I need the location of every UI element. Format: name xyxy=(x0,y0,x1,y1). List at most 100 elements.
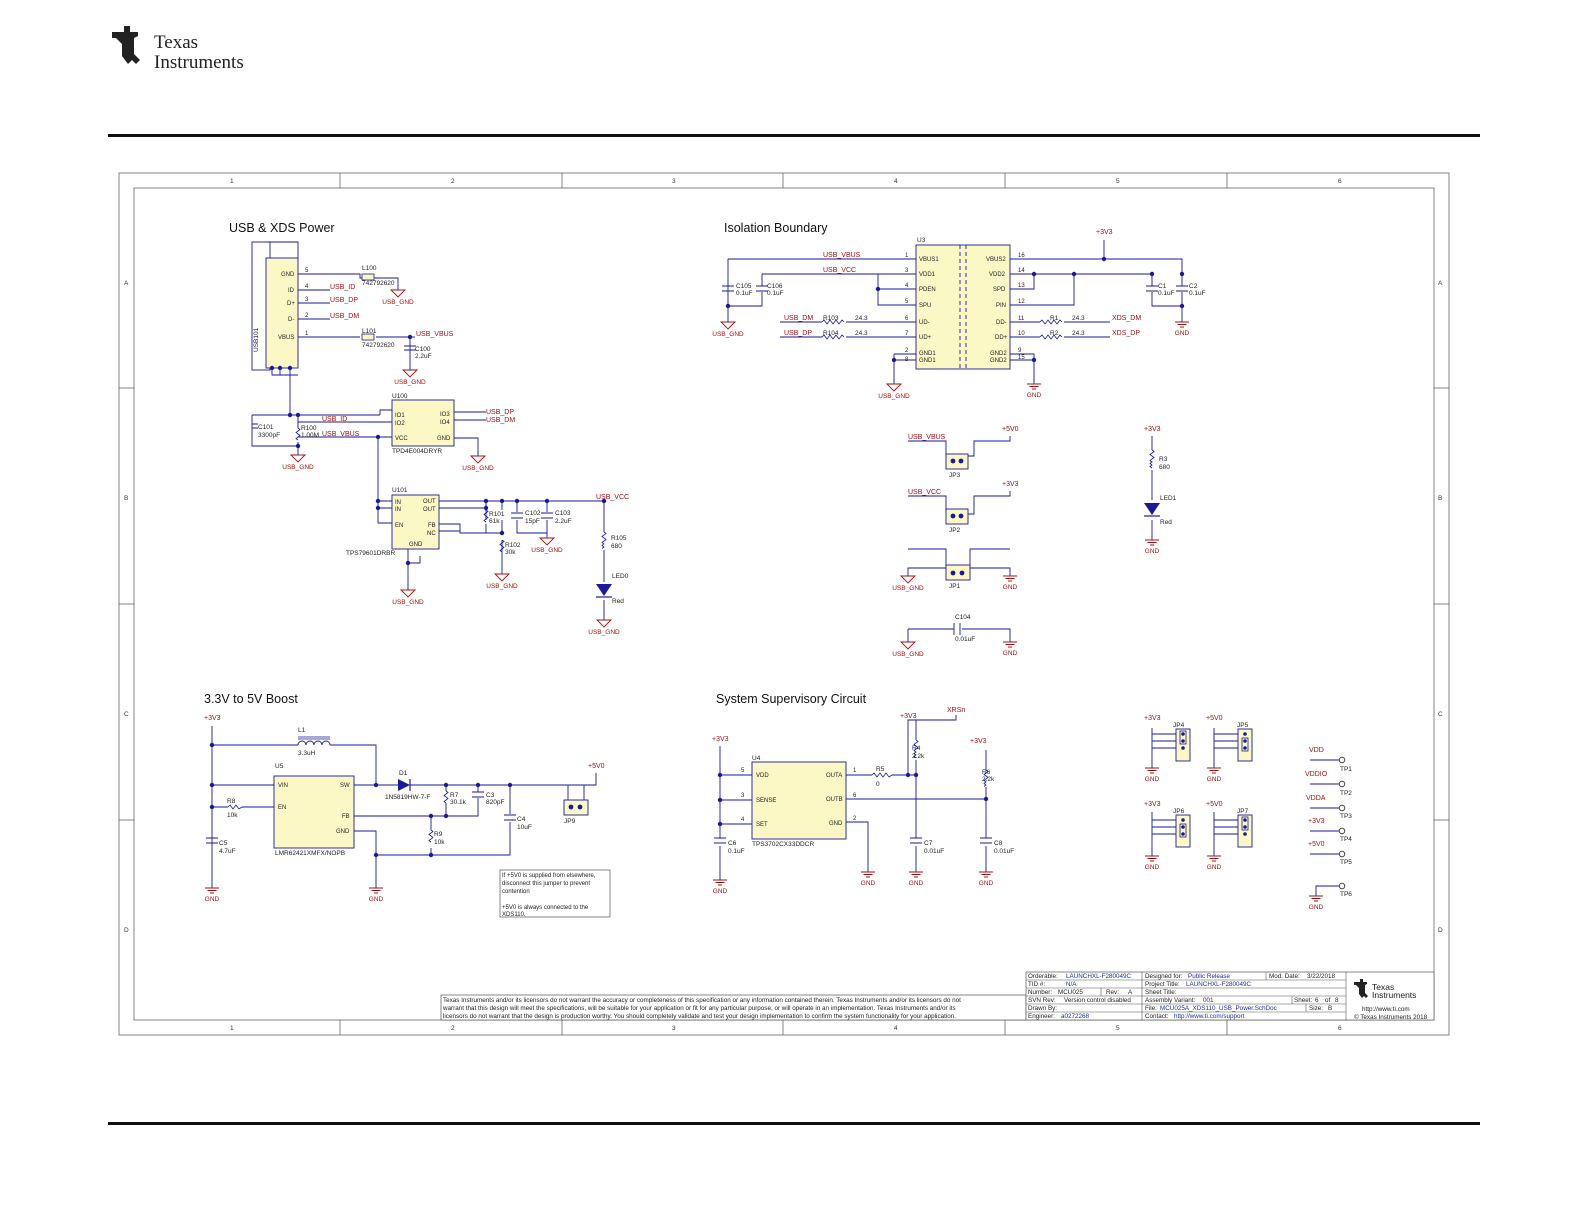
ground-label: USB_GND xyxy=(878,393,910,400)
svg-text:2.2k: 2.2k xyxy=(982,776,995,783)
usb-pin-name: D- xyxy=(288,317,294,323)
svg-text:Drawn By:: Drawn By: xyxy=(1028,1005,1057,1012)
svg-text:JP9: JP9 xyxy=(564,818,576,825)
svg-text:C105: C105 xyxy=(736,283,752,290)
svg-text:C8: C8 xyxy=(994,840,1003,847)
ground-label: GND xyxy=(1145,776,1160,783)
svg-text:U3: U3 xyxy=(917,237,926,244)
net-xds-dp: XDS_DP xyxy=(1112,330,1140,337)
ground-symbol: GND xyxy=(861,871,876,887)
u5-labels: U5 VIN EN SW FB GND LMR62421XMFX/NOPB xyxy=(275,763,350,857)
c2-cap: C2 0.1uF xyxy=(1176,283,1206,297)
svg-text:LAUNCHXL-F280049C: LAUNCHXL-F280049C xyxy=(1186,981,1252,988)
ground-label: USB_GND xyxy=(462,465,494,472)
svg-text:licensors do not warrant that: licensors do not warrant that the design… xyxy=(443,1013,956,1020)
svg-text:http://www.ti.com: http://www.ti.com xyxy=(1362,1006,1410,1013)
ground-symbol: GND xyxy=(1207,767,1222,783)
svg-text:2: 2 xyxy=(853,816,857,822)
svg-text:R101: R101 xyxy=(489,511,505,518)
u4-labels: U4 VDD SENSE SET OUTA OUTB GND 5 3 4 1 6… xyxy=(741,755,857,848)
svg-text:TPD4E004DRYR: TPD4E004DRYR xyxy=(392,448,442,455)
usb-pin-num: 1 xyxy=(305,331,309,337)
svg-text:680: 680 xyxy=(611,543,622,550)
u101-labels: U101 IN IN EN OUT OUT FB NC GND TPS79601… xyxy=(346,487,436,557)
svg-text:2.2uF: 2.2uF xyxy=(415,353,432,360)
svg-text:DD-: DD- xyxy=(996,320,1007,326)
svg-text:10uF: 10uF xyxy=(517,824,532,831)
svg-text:742792620: 742792620 xyxy=(362,280,395,287)
r7-resistor: R7 30.1k xyxy=(443,790,467,806)
svg-text:C2: C2 xyxy=(1189,283,1198,290)
ground-label: GND xyxy=(861,880,876,887)
ground-symbol: GND xyxy=(369,887,384,903)
svg-text:Designed for:: Designed for: xyxy=(1145,973,1183,980)
jp1-jumper: JP1 xyxy=(945,564,971,590)
boost-block xyxy=(211,726,597,888)
usb-pin-name: VBUS xyxy=(278,335,294,341)
svg-text:disconnect this jumper to prev: disconnect this jumper to prevent xyxy=(502,881,590,887)
usb-pin-num: 5 xyxy=(305,268,309,274)
frame-col-label: 3 xyxy=(672,178,676,185)
ground-label: USB_GND xyxy=(892,585,924,592)
svg-text:R8: R8 xyxy=(227,798,236,805)
svg-text:OUT: OUT xyxy=(423,507,436,513)
svg-text:Mod. Date:: Mod. Date: xyxy=(1269,973,1300,980)
svg-text:742792620: 742792620 xyxy=(362,342,395,349)
svg-text:30.1k: 30.1k xyxy=(450,799,467,806)
net-jp4-3v3: +3V3 xyxy=(1144,715,1161,722)
u4-chip xyxy=(751,761,847,840)
svg-text:R2: R2 xyxy=(1050,330,1059,337)
svg-text:0.01uF: 0.01uF xyxy=(955,636,975,643)
svg-text:VIN: VIN xyxy=(278,783,288,789)
net-usb-dp-2: USB_DP xyxy=(486,409,514,416)
c8-cap: C8 0.01uF xyxy=(980,837,1014,855)
svg-text:A: A xyxy=(1128,989,1133,996)
ground-label: GND xyxy=(1309,904,1324,911)
ground-symbol: GND xyxy=(1145,539,1160,555)
frame-col-label: 4 xyxy=(894,178,898,185)
ti-logo-mark xyxy=(112,26,140,64)
usb101-pins: GND ID D+ D- VBUS 5 4 3 2 1 xyxy=(278,268,309,341)
svg-text:LAUNCHXL-F280049C: LAUNCHXL-F280049C xyxy=(1066,973,1132,980)
svg-text:Sheet:: Sheet: xyxy=(1294,997,1312,1004)
svg-text:3/22/2018: 3/22/2018 xyxy=(1307,973,1336,980)
led1-diode: LED1 Red xyxy=(1144,495,1177,526)
svg-text:Orderable:: Orderable: xyxy=(1028,973,1058,980)
svg-text:VDDA: VDDA xyxy=(1306,795,1326,802)
svg-text:U101: U101 xyxy=(392,487,408,494)
svg-text:LED0: LED0 xyxy=(612,573,629,580)
svg-text:L100: L100 xyxy=(362,265,377,272)
ground-label: GND xyxy=(1003,584,1018,591)
ground-label: GND xyxy=(979,880,994,887)
svg-text:IO1: IO1 xyxy=(395,413,405,419)
svg-text:7: 7 xyxy=(905,331,909,337)
svg-text:5: 5 xyxy=(905,299,909,305)
title-block-logo: Texas Instruments xyxy=(1354,979,1416,1000)
net-sup-3v3-b: +3V3 xyxy=(900,713,917,720)
svg-text:6: 6 xyxy=(1315,997,1319,1004)
svg-text:14: 14 xyxy=(1018,268,1025,274)
svg-text:C6: C6 xyxy=(728,840,737,847)
ground-label: GND xyxy=(713,888,728,895)
usb-pin-num: 4 xyxy=(305,284,309,290)
c104-cap: C104 0.01uF xyxy=(955,614,975,643)
frame-row-label: B xyxy=(124,495,128,502)
svg-text:C101: C101 xyxy=(258,424,274,431)
svg-text:NC: NC xyxy=(427,531,436,537)
title-block: Orderable: LAUNCHXL-F280049C TID #: N/A … xyxy=(1025,971,1435,1021)
svg-text:C3: C3 xyxy=(486,792,495,799)
svg-text:PIN: PIN xyxy=(996,303,1006,309)
c5-cap: C5 4.7uF xyxy=(206,837,236,855)
c102-cap: C102 15pF xyxy=(511,510,541,525)
svg-text:R102: R102 xyxy=(505,542,521,549)
disclaimer-box: Texas Instruments and/or its licensors d… xyxy=(440,994,1027,1021)
svg-text:JP5: JP5 xyxy=(1237,722,1249,729)
svg-text:TP5: TP5 xyxy=(1340,859,1352,866)
usb-power-nodes xyxy=(269,334,607,566)
net-usb-dm-2: USB_DM xyxy=(486,417,515,424)
net-usb-dm: USB_DM xyxy=(330,313,359,320)
ground-symbol: GND xyxy=(1309,895,1324,911)
ground-symbol: USB_GND xyxy=(382,289,414,306)
